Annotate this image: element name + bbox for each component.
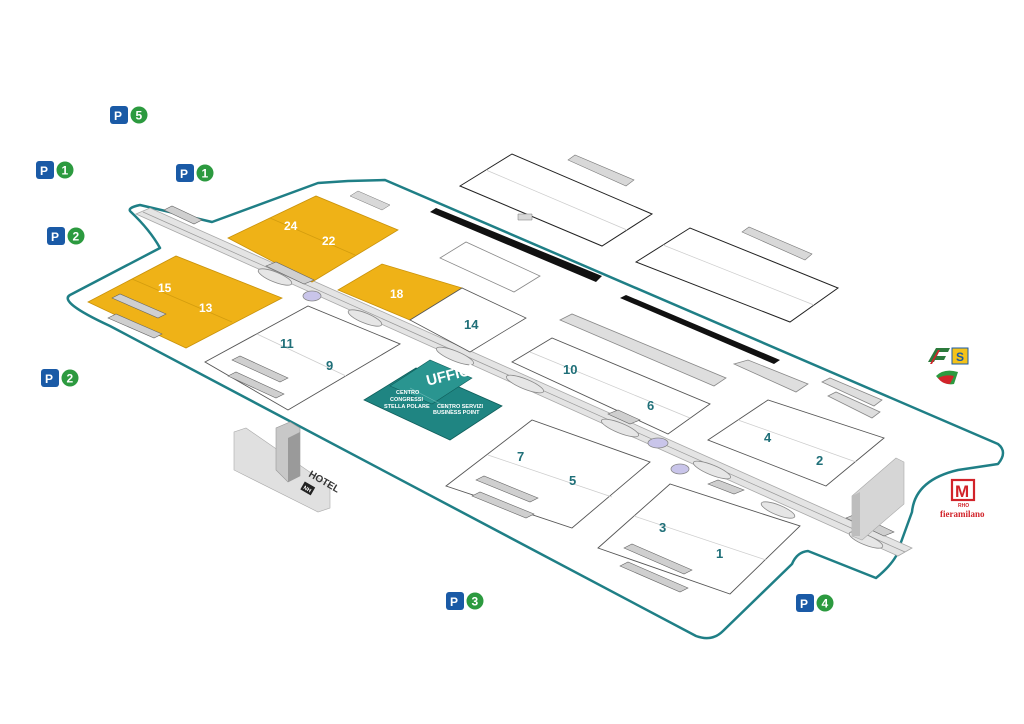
suburban-icon xyxy=(951,347,969,365)
parking-p2-north[interactable]: P 2 xyxy=(47,227,85,245)
svg-text:4: 4 xyxy=(822,597,829,611)
hall-label-3: 3 xyxy=(659,520,666,535)
hall-label-5: 5 xyxy=(569,473,576,488)
parking-icon xyxy=(446,592,464,610)
svg-text:P: P xyxy=(450,595,458,609)
svg-text:1: 1 xyxy=(202,167,209,181)
hall-label-2: 2 xyxy=(816,453,823,468)
parking-icon xyxy=(176,164,194,182)
hotel-badge-text: NH xyxy=(302,485,312,494)
hall-label-22: 22 xyxy=(322,234,336,248)
svg-text:P: P xyxy=(51,230,59,244)
metro-stop: RHO xyxy=(958,503,969,509)
offices-right-1: CENTRO SERVIZI xyxy=(437,404,484,410)
hall-label-6: 6 xyxy=(647,398,654,413)
hall-label-11: 11 xyxy=(280,336,294,351)
hall-label-18: 18 xyxy=(390,287,404,301)
service-strip xyxy=(439,241,541,293)
metro-letter: M xyxy=(955,482,969,501)
svg-text:P: P xyxy=(40,164,48,178)
north-band-b xyxy=(620,295,780,364)
hall-label-13: 13 xyxy=(199,301,213,315)
railway-station[interactable]: S xyxy=(928,347,969,385)
hall-label-24: 24 xyxy=(284,219,298,233)
hall-label-15: 15 xyxy=(158,281,172,295)
svg-text:2: 2 xyxy=(73,230,80,244)
parking-icon xyxy=(41,369,59,387)
hall-10-6[interactable] xyxy=(511,337,711,435)
spine-pavilions xyxy=(257,268,884,549)
svg-text:P: P xyxy=(800,597,808,611)
svg-text:1: 1 xyxy=(62,164,69,178)
offices-left-2: CONGRESSI xyxy=(390,397,423,403)
service-strip xyxy=(559,313,727,387)
offices-right-2: BUSINESS POINT xyxy=(433,410,480,416)
parking-p3[interactable]: P 3 xyxy=(446,592,484,610)
hall-4-2[interactable] xyxy=(707,399,885,487)
north-band-a xyxy=(430,208,602,282)
offices-left-3: STELLA POLARE xyxy=(384,404,430,410)
hotel-building[interactable]: HOTEL NH xyxy=(233,421,341,513)
offices-building[interactable] xyxy=(363,359,503,441)
service-strip xyxy=(827,391,881,419)
service-strip xyxy=(821,377,883,407)
hall-7-5[interactable] xyxy=(445,419,651,529)
parking-p1-bis[interactable]: P 1 xyxy=(176,164,214,182)
metro-station[interactable]: M RHO fieramilano xyxy=(940,478,985,519)
metro-icon xyxy=(950,478,976,502)
railway-icon xyxy=(928,348,950,364)
svg-text:P: P xyxy=(180,167,188,181)
fair-perimeter xyxy=(66,178,1005,640)
parking-icon xyxy=(36,161,54,179)
hall-3-1[interactable] xyxy=(597,483,801,595)
parking-p4[interactable]: P 4 xyxy=(796,594,834,612)
hall-label-14: 14 xyxy=(464,317,479,332)
hall-label-4: 4 xyxy=(764,430,772,445)
hall-14[interactable] xyxy=(409,287,527,353)
svg-text:P: P xyxy=(114,109,122,123)
parking-icon xyxy=(47,227,65,245)
hall-label-10: 10 xyxy=(563,362,577,377)
svg-text:2: 2 xyxy=(67,372,74,386)
hall-label-1: 1 xyxy=(716,546,723,561)
service-strip xyxy=(732,359,809,393)
parking-p2-west[interactable]: P 2 xyxy=(41,369,79,387)
metro-name: fieramilano xyxy=(940,509,985,519)
parking-p5[interactable]: P 5 xyxy=(110,106,148,124)
hotel-badge xyxy=(300,481,316,496)
hall-24-22[interactable] xyxy=(227,190,399,283)
parking-icon xyxy=(110,106,128,124)
tower-block xyxy=(851,457,905,541)
svg-text:5: 5 xyxy=(136,109,143,123)
trenord-icon xyxy=(936,370,958,385)
svg-text:S: S xyxy=(956,350,964,364)
svg-text:3: 3 xyxy=(472,595,479,609)
hall-label-7: 7 xyxy=(517,449,524,464)
hall-label-9: 9 xyxy=(326,358,333,373)
svg-text:P: P xyxy=(45,372,53,386)
offices-left-1: CENTRO xyxy=(396,390,420,396)
parking-icon xyxy=(796,594,814,612)
north-building-a[interactable] xyxy=(458,153,654,247)
north-building-b[interactable] xyxy=(634,226,840,323)
parking-p1[interactable]: P 1 xyxy=(36,161,74,179)
